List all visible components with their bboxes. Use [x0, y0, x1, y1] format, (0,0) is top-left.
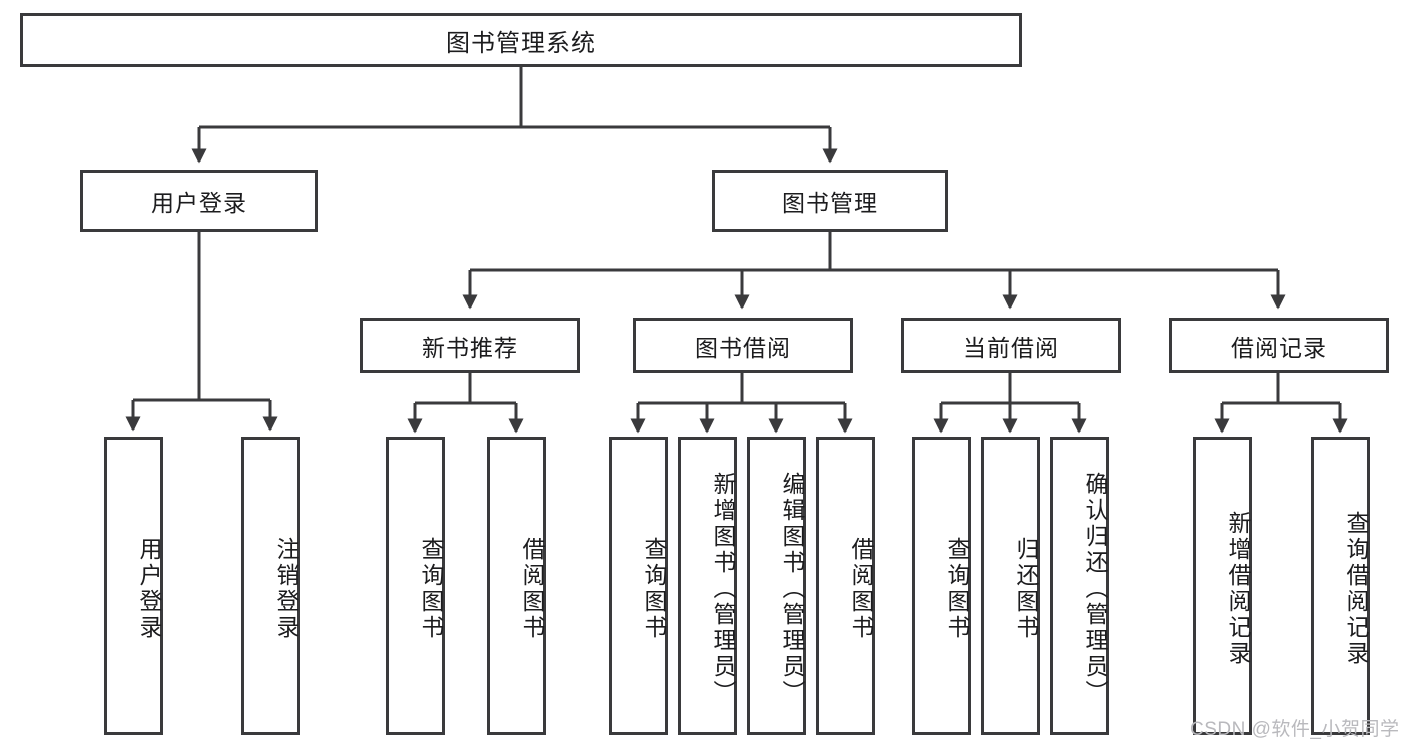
leaf-borrow-edit-book[interactable]: 编辑图书（管理员）: [747, 437, 806, 735]
leaf-record-add-record[interactable]: 新增借阅记录: [1193, 437, 1252, 735]
leaf-user-login-logout[interactable]: 注销登录: [241, 437, 300, 735]
leaf-label: 用户登录: [136, 537, 162, 641]
leaf-current-query-book[interactable]: 查询图书: [912, 437, 971, 735]
leaf-label: 注销登录: [273, 537, 299, 641]
leaf-record-query-record[interactable]: 查询借阅记录: [1311, 437, 1370, 735]
csdn-watermark: CSDN @软件_小贺同学: [1190, 719, 1400, 740]
leaf-label: 确认归还（管理员）: [1082, 472, 1108, 706]
leaf-user-login-login[interactable]: 用户登录: [104, 437, 163, 735]
node-user-login[interactable]: 用户登录: [80, 170, 318, 232]
node-book-borrow[interactable]: 图书借阅: [633, 318, 853, 373]
leaf-borrow-add-book[interactable]: 新增图书（管理员）: [678, 437, 737, 735]
leaf-label: 查询图书: [641, 537, 667, 641]
leaf-current-return-book[interactable]: 归还图书: [981, 437, 1040, 735]
leaf-label: 借阅图书: [848, 537, 874, 641]
leaf-label: 查询图书: [418, 537, 444, 641]
leaf-label: 新增图书（管理员）: [710, 472, 736, 706]
leaf-borrow-borrow-book[interactable]: 借阅图书: [816, 437, 875, 735]
leaf-recommend-borrow-book[interactable]: 借阅图书: [487, 437, 546, 735]
leaf-current-confirm-return[interactable]: 确认归还（管理员）: [1050, 437, 1109, 735]
node-root[interactable]: 图书管理系统: [20, 13, 1022, 67]
leaf-label: 查询借阅记录: [1343, 511, 1369, 667]
leaf-label: 编辑图书（管理员）: [779, 472, 805, 706]
node-current-borrow[interactable]: 当前借阅: [901, 318, 1121, 373]
node-borrow-record[interactable]: 借阅记录: [1169, 318, 1389, 373]
leaf-label: 新增借阅记录: [1225, 511, 1251, 667]
leaf-borrow-query-book[interactable]: 查询图书: [609, 437, 668, 735]
leaf-label: 归还图书: [1013, 537, 1039, 641]
node-new-book-recommend[interactable]: 新书推荐: [360, 318, 580, 373]
leaf-recommend-query-book[interactable]: 查询图书: [386, 437, 445, 735]
leaf-label: 查询图书: [944, 537, 970, 641]
leaf-label: 借阅图书: [519, 537, 545, 641]
node-book-management[interactable]: 图书管理: [712, 170, 948, 232]
